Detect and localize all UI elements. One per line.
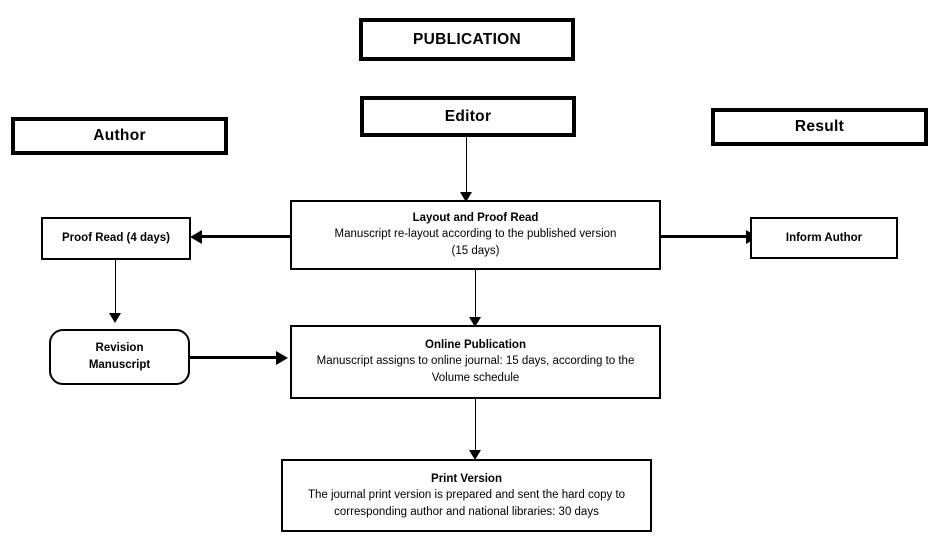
node-publication-label: PUBLICATION bbox=[412, 30, 522, 48]
node-publication[interactable]: PUBLICATION bbox=[359, 18, 575, 61]
arrowhead-layout-to-proofread bbox=[190, 229, 202, 244]
arrowhead-proofread-to-revision bbox=[109, 313, 121, 323]
connector-layout-to-inform-author bbox=[660, 235, 752, 238]
node-layout-desc-line2: (15 days) bbox=[451, 245, 500, 257]
node-inform-author[interactable]: Inform Author bbox=[750, 217, 898, 259]
node-inform-author-label: Inform Author bbox=[785, 231, 863, 244]
arrowhead-revision-to-online-publication bbox=[276, 350, 288, 365]
node-proof-read-label: Proof Read (4 days) bbox=[62, 232, 170, 244]
node-print-version[interactable]: Print Version The journal print version … bbox=[281, 459, 652, 532]
node-revision-manuscript-line2: Manuscript bbox=[88, 359, 151, 371]
connector-proofread-to-revision bbox=[115, 260, 117, 320]
node-online-publication-title: Online Publication bbox=[425, 339, 526, 351]
arrowhead-online-publication-to-print bbox=[469, 450, 481, 460]
connector-layout-to-proofread bbox=[196, 235, 292, 238]
node-online-publication[interactable]: Online Publication Manuscript assigns to… bbox=[290, 325, 661, 399]
arrowhead-editor-to-layout bbox=[460, 192, 472, 202]
node-layout-and-proof-read[interactable]: Layout and Proof Read Manuscript re-layo… bbox=[290, 200, 661, 270]
node-print-version-desc-line2: corresponding author and national librar… bbox=[334, 505, 599, 518]
node-editor-label: Editor bbox=[444, 107, 492, 125]
node-print-version-title: Print Version bbox=[431, 472, 502, 485]
node-result-label: Result bbox=[794, 118, 845, 135]
node-proof-read[interactable]: Proof Read (4 days) bbox=[41, 217, 191, 260]
connector-online-publication-to-print bbox=[475, 399, 477, 455]
node-revision-manuscript[interactable]: Revision Manuscript bbox=[49, 329, 190, 385]
node-result[interactable]: Result bbox=[711, 108, 928, 146]
node-layout-desc-line1: Manuscript re-layout according to the pu… bbox=[334, 228, 617, 240]
node-revision-manuscript-line1: Revision bbox=[95, 342, 144, 354]
connector-editor-to-layout bbox=[466, 137, 468, 199]
node-online-publication-desc-line2: Volume schedule bbox=[431, 372, 520, 384]
connector-revision-to-online-publication bbox=[189, 356, 281, 359]
node-author-label: Author bbox=[93, 127, 146, 144]
node-editor[interactable]: Editor bbox=[360, 96, 576, 137]
node-author[interactable]: Author bbox=[11, 117, 228, 155]
node-online-publication-desc-line1: Manuscript assigns to online journal: 15… bbox=[316, 355, 635, 367]
node-print-version-desc-line1: The journal print version is prepared an… bbox=[307, 488, 626, 501]
connector-layout-to-online-publication bbox=[475, 270, 477, 324]
node-layout-title: Layout and Proof Read bbox=[412, 212, 539, 224]
arrowhead-layout-to-online-publication bbox=[469, 317, 481, 327]
